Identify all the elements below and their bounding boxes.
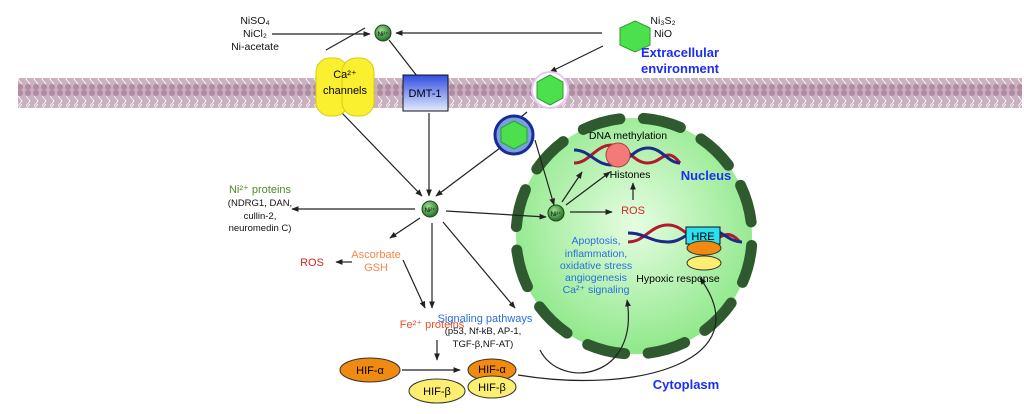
effect-oxidative-stress: oxidative stress [560, 260, 632, 272]
cytoplasm-label: Cytoplasm [653, 377, 719, 392]
histones-label: Histones [610, 169, 651, 181]
nuclear-envelope-segment [582, 339, 631, 360]
ni-ion-label: Ni²⁺ [378, 31, 389, 38]
source-nicl2: NiCl₂ [243, 28, 267, 40]
nuclear-envelope-segment [699, 297, 737, 336]
gsh-label: GSH [364, 262, 388, 274]
nuclear-envelope [510, 112, 758, 360]
signaling-line-2: TGF-β,NF-AT) [453, 339, 514, 350]
source-nisO4: NiSO₄ [240, 15, 269, 27]
source-nio: NiO [654, 28, 672, 40]
ni-ion-extracellular: Ni²⁺ [374, 24, 392, 42]
hre-label: HRE [691, 231, 714, 243]
ni-proteins-line-1: (NDRG1, DAN, [228, 198, 292, 209]
ni-proteins-line-2: cullin-2, [244, 211, 277, 222]
effect-angiogenesis: angiogenesis [565, 272, 627, 284]
nucleus [510, 112, 758, 360]
histone [605, 142, 631, 168]
dmt1-transporter: DMT-1 [402, 74, 449, 112]
nucleus-label: Nucleus [681, 168, 732, 183]
effect-apoptosis: Apoptosis, [571, 235, 620, 247]
ni-ion-nucleus: Ni²⁺ [547, 204, 565, 222]
extracellular-label-1: Extracellular [641, 45, 719, 60]
nuclear-envelope-segment [534, 301, 573, 339]
extracellular-label-2: environment [641, 61, 720, 76]
nuclear-envelope-segment [531, 136, 569, 175]
fe-proteins-label: Fe²⁺ proteins [400, 319, 465, 331]
dmt1-label: DMT-1 [409, 88, 442, 100]
hif-beta-label: HIF-β [423, 386, 451, 398]
ca-channel-label-1: Ca²⁺ [333, 69, 357, 81]
calcium-channel: Ca²⁺ channels [315, 57, 375, 117]
ros-cytoplasm: ROS [300, 257, 324, 269]
ni-particle-membrane [531, 71, 569, 109]
nuclear-envelope-segment [735, 179, 757, 228]
hif-alpha [339, 357, 401, 383]
nuclear-envelope-segment [737, 239, 758, 288]
hif-beta-complex [467, 375, 517, 399]
source-ni3s2: Ni₃S₂ [650, 15, 675, 27]
source-ni-acetate: Ni-acetate [231, 41, 279, 53]
hif-beta-bound [686, 255, 722, 271]
hypoxic-response-label: Hypoxic response [636, 273, 720, 285]
nuclear-envelope-segment [637, 112, 686, 133]
effect-inflammation: inflammation, [565, 248, 627, 260]
hif-alpha-bound [686, 240, 722, 256]
nuclear-envelope-segment [695, 133, 734, 171]
effect-ca-signaling: Ca²⁺ signaling [563, 284, 630, 296]
nuclear-envelope-segment [577, 113, 626, 135]
ca-channel-label-2: channels [323, 85, 368, 97]
ascorbate-label: Ascorbate [351, 249, 401, 261]
ni-particle-endosome [493, 114, 535, 156]
hif-beta-complex-label: HIF-β [478, 382, 506, 394]
ni-proteins-line-3: neuromedin C) [229, 223, 292, 234]
ni-proteins-title: Ni²⁺ proteins [229, 184, 292, 196]
nuclear-envelope-segment [642, 337, 691, 359]
ni-ion-label: Ni²⁺ [425, 207, 436, 214]
arrows [272, 30, 717, 381]
hif-beta [408, 378, 466, 404]
cell-membrane [18, 78, 1022, 108]
ni-ion-label: Ni²⁺ [551, 211, 562, 218]
signaling-title: Signaling pathways [438, 313, 533, 325]
ros-nucleus: ROS [621, 205, 645, 217]
nuclear-envelope-segment [511, 244, 533, 293]
signaling-line-1: (p53, Nf-kB, AP-1, [445, 326, 522, 337]
ni-particle-extracellular [619, 20, 651, 53]
hif-alpha-complex-label: HIF-α [478, 364, 506, 376]
hif-alpha-label: HIF-α [356, 365, 384, 377]
ni-ion-cytoplasm: Ni²⁺ [421, 200, 439, 218]
nuclear-envelope-segment [510, 184, 531, 233]
dna-methylation-label: DNA methylation [589, 130, 667, 142]
